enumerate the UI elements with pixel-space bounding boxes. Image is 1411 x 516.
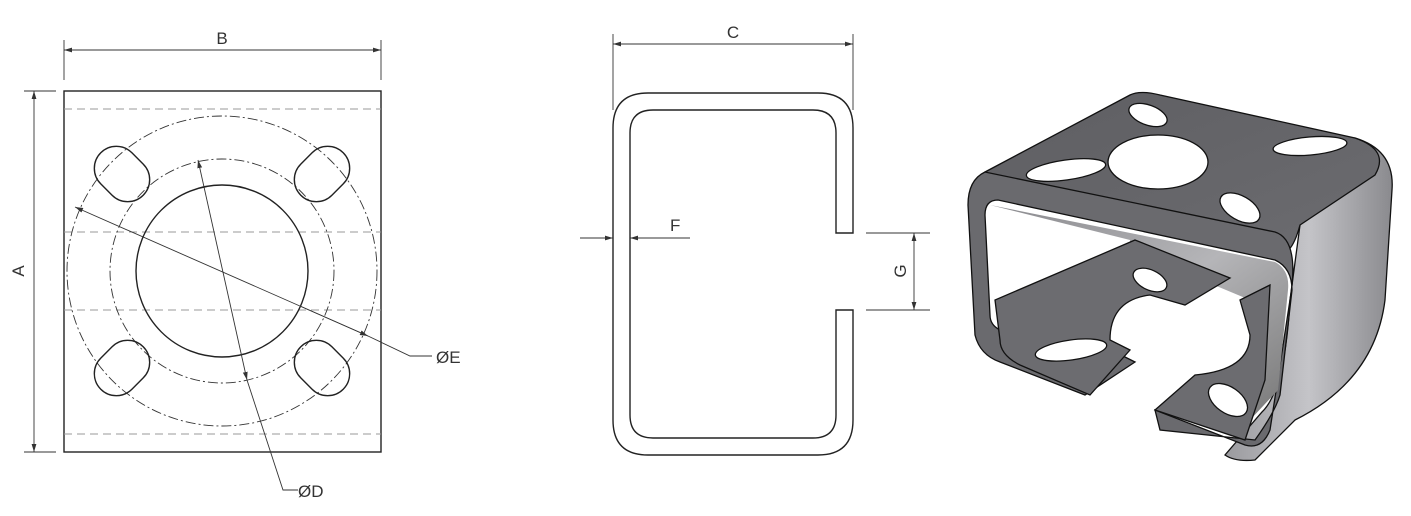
- bolt-circle-arcs: [66, 115, 378, 427]
- label-B: B: [216, 29, 227, 48]
- center-hole: [135, 184, 309, 358]
- channel-profile: [612, 92, 854, 456]
- label-G: G: [891, 264, 910, 277]
- side-view: C F G: [580, 23, 930, 456]
- plate-outline: [63, 90, 382, 453]
- inner-wall: [990, 205, 1289, 420]
- dimension-D: ØD: [197, 159, 324, 501]
- center-hole-3d: [1107, 134, 1209, 190]
- label-A: A: [9, 265, 28, 277]
- label-F: F: [670, 216, 680, 235]
- label-E: ØE: [436, 348, 461, 367]
- isometric-render: [967, 91, 1393, 462]
- top-view: B A ØE ØD: [9, 29, 461, 501]
- label-C: C: [727, 23, 739, 42]
- mounting-holes: [1025, 102, 1348, 418]
- label-D: ØD: [298, 482, 324, 501]
- dimension-G: G: [866, 232, 930, 311]
- dimension-F: F: [580, 216, 690, 241]
- slots: [93, 145, 351, 397]
- dimension-A: A: [9, 90, 56, 453]
- dimension-B: B: [63, 29, 382, 80]
- dimension-C: C: [612, 23, 854, 110]
